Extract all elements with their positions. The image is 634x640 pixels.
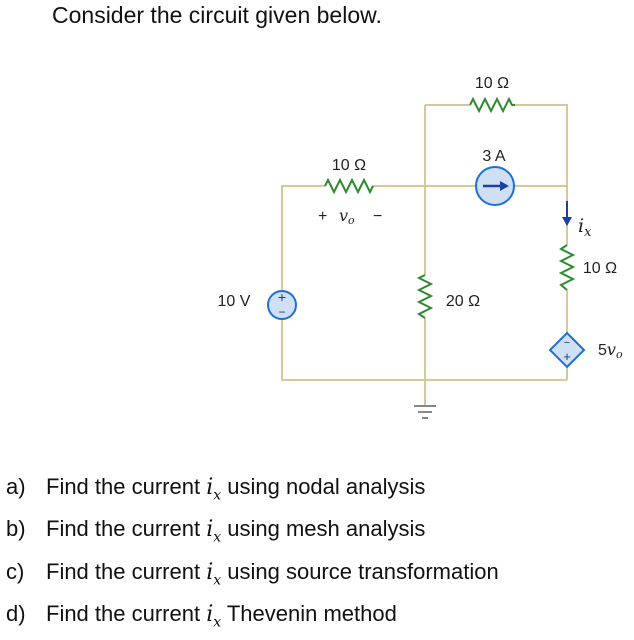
resistor-top-label: 10 Ω [475, 75, 509, 92]
question-variable: ix [206, 475, 222, 504]
ix-arrow-icon [562, 201, 572, 226]
question-prefix: Find the current [46, 558, 207, 584]
circuit-diagram: + − − + 10 Ω 10 Ω 3 A 10 V 20 Ω 10 Ω + v… [218, 75, 623, 419]
dependent-source-minus: − [564, 337, 570, 349]
question-prefix: Find the current [46, 474, 207, 499]
wire-left-top [281, 185, 325, 298]
current-source-arrowhead-icon [500, 181, 509, 191]
question-variable: ix [206, 602, 222, 631]
question-variable: ix [206, 517, 222, 546]
question-prefix: Find the current [46, 601, 207, 627]
question-suffix: using nodal analysis [221, 474, 426, 499]
resistor-middle-label: 20 Ω [446, 293, 480, 310]
question-c: c) Find the current ix using source trans… [6, 555, 499, 597]
dependent-source-plus: + [563, 349, 571, 364]
ground-symbol [414, 405, 436, 419]
question-variable: ix [206, 559, 222, 589]
question-list: a) Find the current ix using nodal analys… [6, 470, 499, 640]
question-suffix: using source transformation [221, 558, 499, 584]
vo-plus: + [318, 208, 327, 225]
resistor-right-label: 10 Ω [583, 260, 617, 277]
dependent-voltage-source: − + [548, 331, 586, 369]
question-letter: c) [6, 558, 25, 584]
wires [281, 104, 568, 405]
resistor-middle [416, 274, 434, 319]
vo-polarity-label: + vo − [318, 206, 382, 227]
resistor-top [469, 96, 515, 114]
voltage-source-minus: − [278, 305, 285, 319]
dependent-source-label: 5vo [598, 340, 623, 361]
voltage-source: + − [267, 289, 297, 320]
question-letter: d) [6, 601, 26, 627]
question-b: b) Find the current ix using mesh analysi… [6, 512, 499, 554]
question-a: a) Find the current ix using nodal analys… [6, 470, 499, 512]
resistor-left-label: 10 Ω [332, 157, 366, 174]
question-suffix: using mesh analysis [221, 516, 426, 542]
vo-minus: − [373, 208, 382, 225]
prompt-text: Consider the circuit given below. [52, 2, 382, 28]
current-source-label: 3 A [482, 148, 505, 165]
wire-left-bottom [281, 312, 567, 381]
wire-top-right [515, 104, 568, 245]
resistor-left [324, 177, 374, 195]
question-prefix: Find the current [46, 516, 207, 542]
question-letter: a) [6, 474, 26, 499]
ix-label: ix [578, 215, 592, 240]
question-suffix: Thevenin method [221, 601, 397, 627]
voltage-source-plus: + [278, 289, 286, 305]
resistor-right [558, 244, 576, 291]
vo-var: vo [339, 206, 355, 227]
question-letter: b) [6, 516, 26, 542]
voltage-source-label: 10 V [218, 293, 251, 310]
current-source [475, 166, 515, 206]
